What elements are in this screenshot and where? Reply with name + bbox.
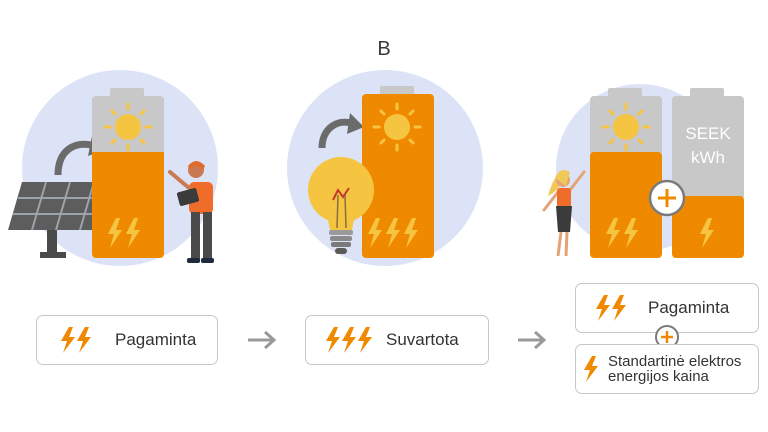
bolt-icon-triple	[368, 218, 418, 248]
section-title: B	[377, 38, 391, 60]
sun-icon-3	[601, 102, 651, 152]
grid-price-line2: energijos kaina	[608, 368, 709, 385]
woman-figure	[542, 170, 586, 257]
man-figure	[168, 161, 214, 263]
consumed-box: Suvartota	[305, 315, 489, 365]
lightbulb-icon	[308, 157, 374, 254]
bolt-icon-small-2	[596, 295, 626, 321]
grid-battery-label-line1: SEEK	[685, 124, 731, 143]
grid-battery-label-line2: kWh	[691, 148, 725, 167]
consumed-label: Suvartota	[386, 330, 459, 349]
refresh-arrow-icon	[54, 140, 97, 176]
sun-icon-2	[372, 102, 422, 152]
bolt-icon-small-3	[584, 356, 598, 382]
produced-label: Pagaminta	[115, 330, 197, 349]
produced-box-2: Pagaminta	[575, 283, 759, 333]
produced-box: Pagaminta	[36, 315, 218, 365]
grid-price-box: Standartinė elektros energijos kaina	[575, 344, 759, 394]
produced-label-2: Pagaminta	[648, 298, 730, 317]
grid-price-line1: Standartinė elektros	[608, 353, 742, 370]
bolt-icon-3	[606, 218, 638, 248]
grid-battery-label: SEEK kWh	[672, 122, 744, 170]
arrow-right-icon-2	[518, 330, 547, 350]
bolt-icon	[108, 218, 140, 248]
arrow-right-icon	[248, 330, 277, 350]
bolt-icon-small-triple	[326, 327, 372, 353]
bolt-icon-4	[700, 218, 714, 248]
bolt-icon-small	[61, 327, 91, 353]
sun-icon	[103, 102, 153, 152]
plus-circle-icon	[648, 179, 686, 217]
